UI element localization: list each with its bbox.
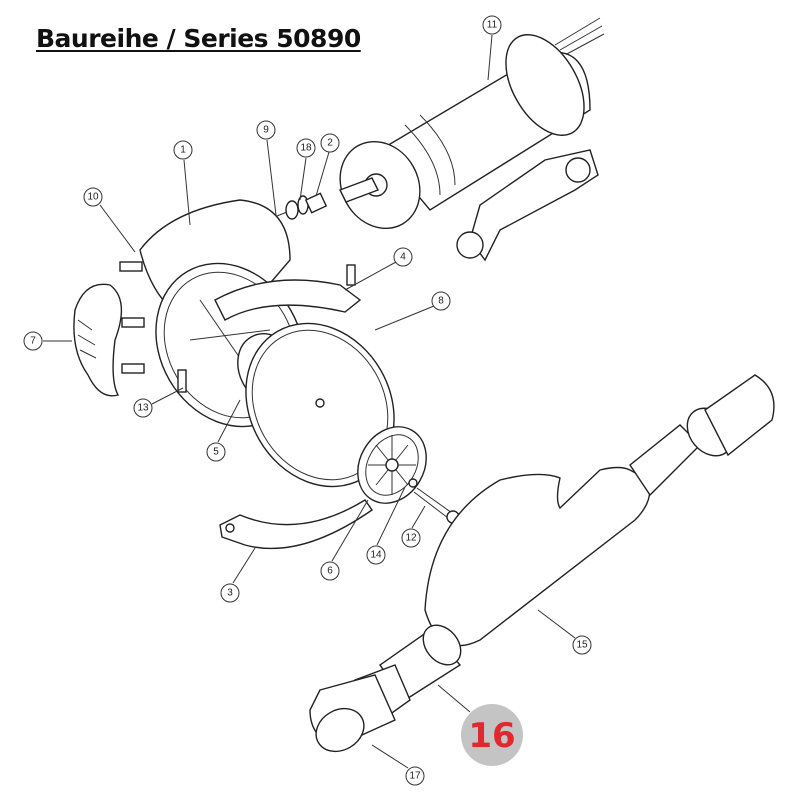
callout-9: 9 xyxy=(256,120,276,140)
callout-1: 1 xyxy=(173,140,193,160)
callout-4: 4 xyxy=(393,247,413,267)
callout-17: 17 xyxy=(405,766,425,786)
seal-parts-9-18-2 xyxy=(271,192,328,220)
svg-text:12: 12 xyxy=(405,533,417,544)
svg-text:13: 13 xyxy=(137,403,149,414)
highlighted-part-16-badge: 16 xyxy=(461,704,523,766)
svg-text:1: 1 xyxy=(180,145,186,156)
callout-8: 8 xyxy=(431,291,451,311)
svg-text:8: 8 xyxy=(438,296,444,307)
callout-6: 6 xyxy=(320,561,340,581)
callout-18: 18 xyxy=(296,138,316,158)
callout-2: 2 xyxy=(320,133,340,153)
svg-text:18: 18 xyxy=(300,143,312,154)
callout-5: 5 xyxy=(206,442,226,462)
diagram-title: Baureihe / Series 50890 xyxy=(36,24,361,53)
svg-text:15: 15 xyxy=(576,640,588,651)
callout-7: 7 xyxy=(23,331,43,351)
svg-text:7: 7 xyxy=(30,336,36,347)
clamp-part-3 xyxy=(219,499,373,550)
callout-14: 14 xyxy=(366,545,386,565)
highlighted-part-number: 16 xyxy=(468,716,515,756)
svg-text:4: 4 xyxy=(400,252,406,263)
callout-3: 3 xyxy=(220,583,240,603)
callout-11: 11 xyxy=(482,15,502,35)
callout-13: 13 xyxy=(133,398,153,418)
svg-text:11: 11 xyxy=(487,20,498,31)
clamp-ring-part-4 xyxy=(214,264,362,321)
svg-text:10: 10 xyxy=(87,192,99,203)
svg-text:6: 6 xyxy=(327,566,333,577)
leader-lines xyxy=(43,34,576,769)
callout-15: 15 xyxy=(572,635,592,655)
diaphragm-part-8 xyxy=(177,322,395,488)
svg-text:14: 14 xyxy=(370,550,382,561)
svg-text:2: 2 xyxy=(327,138,333,149)
manifold-part-15 xyxy=(309,374,775,753)
callout-10: 10 xyxy=(83,187,103,207)
motor-part-11 xyxy=(339,17,605,262)
svg-text:17: 17 xyxy=(409,771,421,782)
svg-text:5: 5 xyxy=(213,447,219,458)
svg-text:3: 3 xyxy=(227,588,233,599)
callout-12: 12 xyxy=(401,528,421,548)
svg-text:9: 9 xyxy=(263,125,269,136)
cover-part-7 xyxy=(73,283,123,397)
valve-plate-part-6 xyxy=(357,426,460,524)
